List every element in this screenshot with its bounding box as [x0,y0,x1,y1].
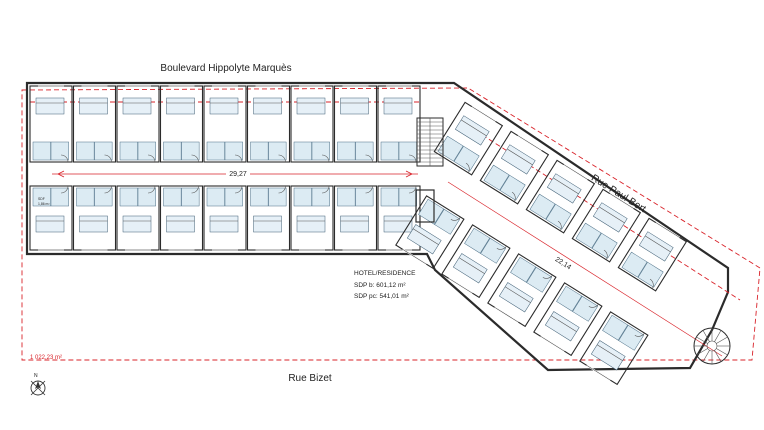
hotel-room [395,195,465,270]
diag-room-inner [441,224,511,299]
hotel-room [72,85,117,163]
rooms-north-row [29,85,421,163]
diag-room-outer [479,130,550,205]
plot-area-label: 1 022,23 m² [30,355,62,361]
hotel-room [246,85,291,163]
hotel-room [290,85,334,163]
rooms-south-row [29,185,421,251]
hotel-room [479,130,550,205]
spiral-stair [693,327,731,365]
diag-room-outer [617,217,688,292]
hotel-room [203,185,247,251]
program-sdp-pc: SDP pc: 541,01 m² [354,293,410,300]
stair-core [416,117,444,167]
hotel-room [377,85,421,163]
rooms-diagonal-wing [395,101,688,386]
diag-room-inner [487,253,557,328]
program-sdp-b: SDP b: 601,12 m² [354,282,406,289]
plot-boundary [21,87,761,361]
diag-room-inner [395,195,465,270]
diag-room-inner [533,282,603,357]
hotel-room [433,101,504,176]
hotel-room [579,311,649,386]
hotel-room [203,85,247,163]
diagonal-dimension: 22,14 [554,256,573,271]
program-title: HOTEL/RESIDENCE [354,270,416,277]
hotel-room [377,185,421,251]
street-north-label: Boulevard Hippolyte Marquès [160,63,291,74]
hotel-room [246,185,291,251]
sdf-label: SDF [38,197,45,201]
hotel-room [29,185,73,251]
sdf-area-label: 1,86 m² [38,202,50,206]
hotel-room [290,185,334,251]
street-south-label: Rue Bizet [288,373,332,384]
hotel-room [571,188,642,263]
hotel-room [72,185,117,251]
hotel-room [29,85,73,163]
building-outline [25,81,730,372]
hotel-room [159,185,204,251]
corridor-dimension: 29,27 [57,168,413,178]
hotel-room [116,185,160,251]
hotel-room [487,253,557,328]
north-arrow-letter: N [34,373,38,379]
north-arrow-icon: N [30,373,46,396]
hotel-room [617,217,688,292]
corridor-length-label: 29,27 [229,171,247,178]
diag-room-outer [433,101,504,176]
hotel-room [333,185,378,251]
hotel-room [333,85,378,163]
dash-line-diag [461,121,741,301]
hotel-room [441,224,511,299]
hotel-room [533,282,603,357]
diagonal-line [447,181,723,357]
diag-room-inner [579,311,649,386]
diag-room-outer [525,159,596,234]
diagonal-length-label: 22,14 [554,256,573,271]
hotel-room [159,85,204,163]
diag-room-outer [571,188,642,263]
hotel-room [116,85,160,163]
hotel-room [525,159,596,234]
lift-shaft [415,189,435,223]
